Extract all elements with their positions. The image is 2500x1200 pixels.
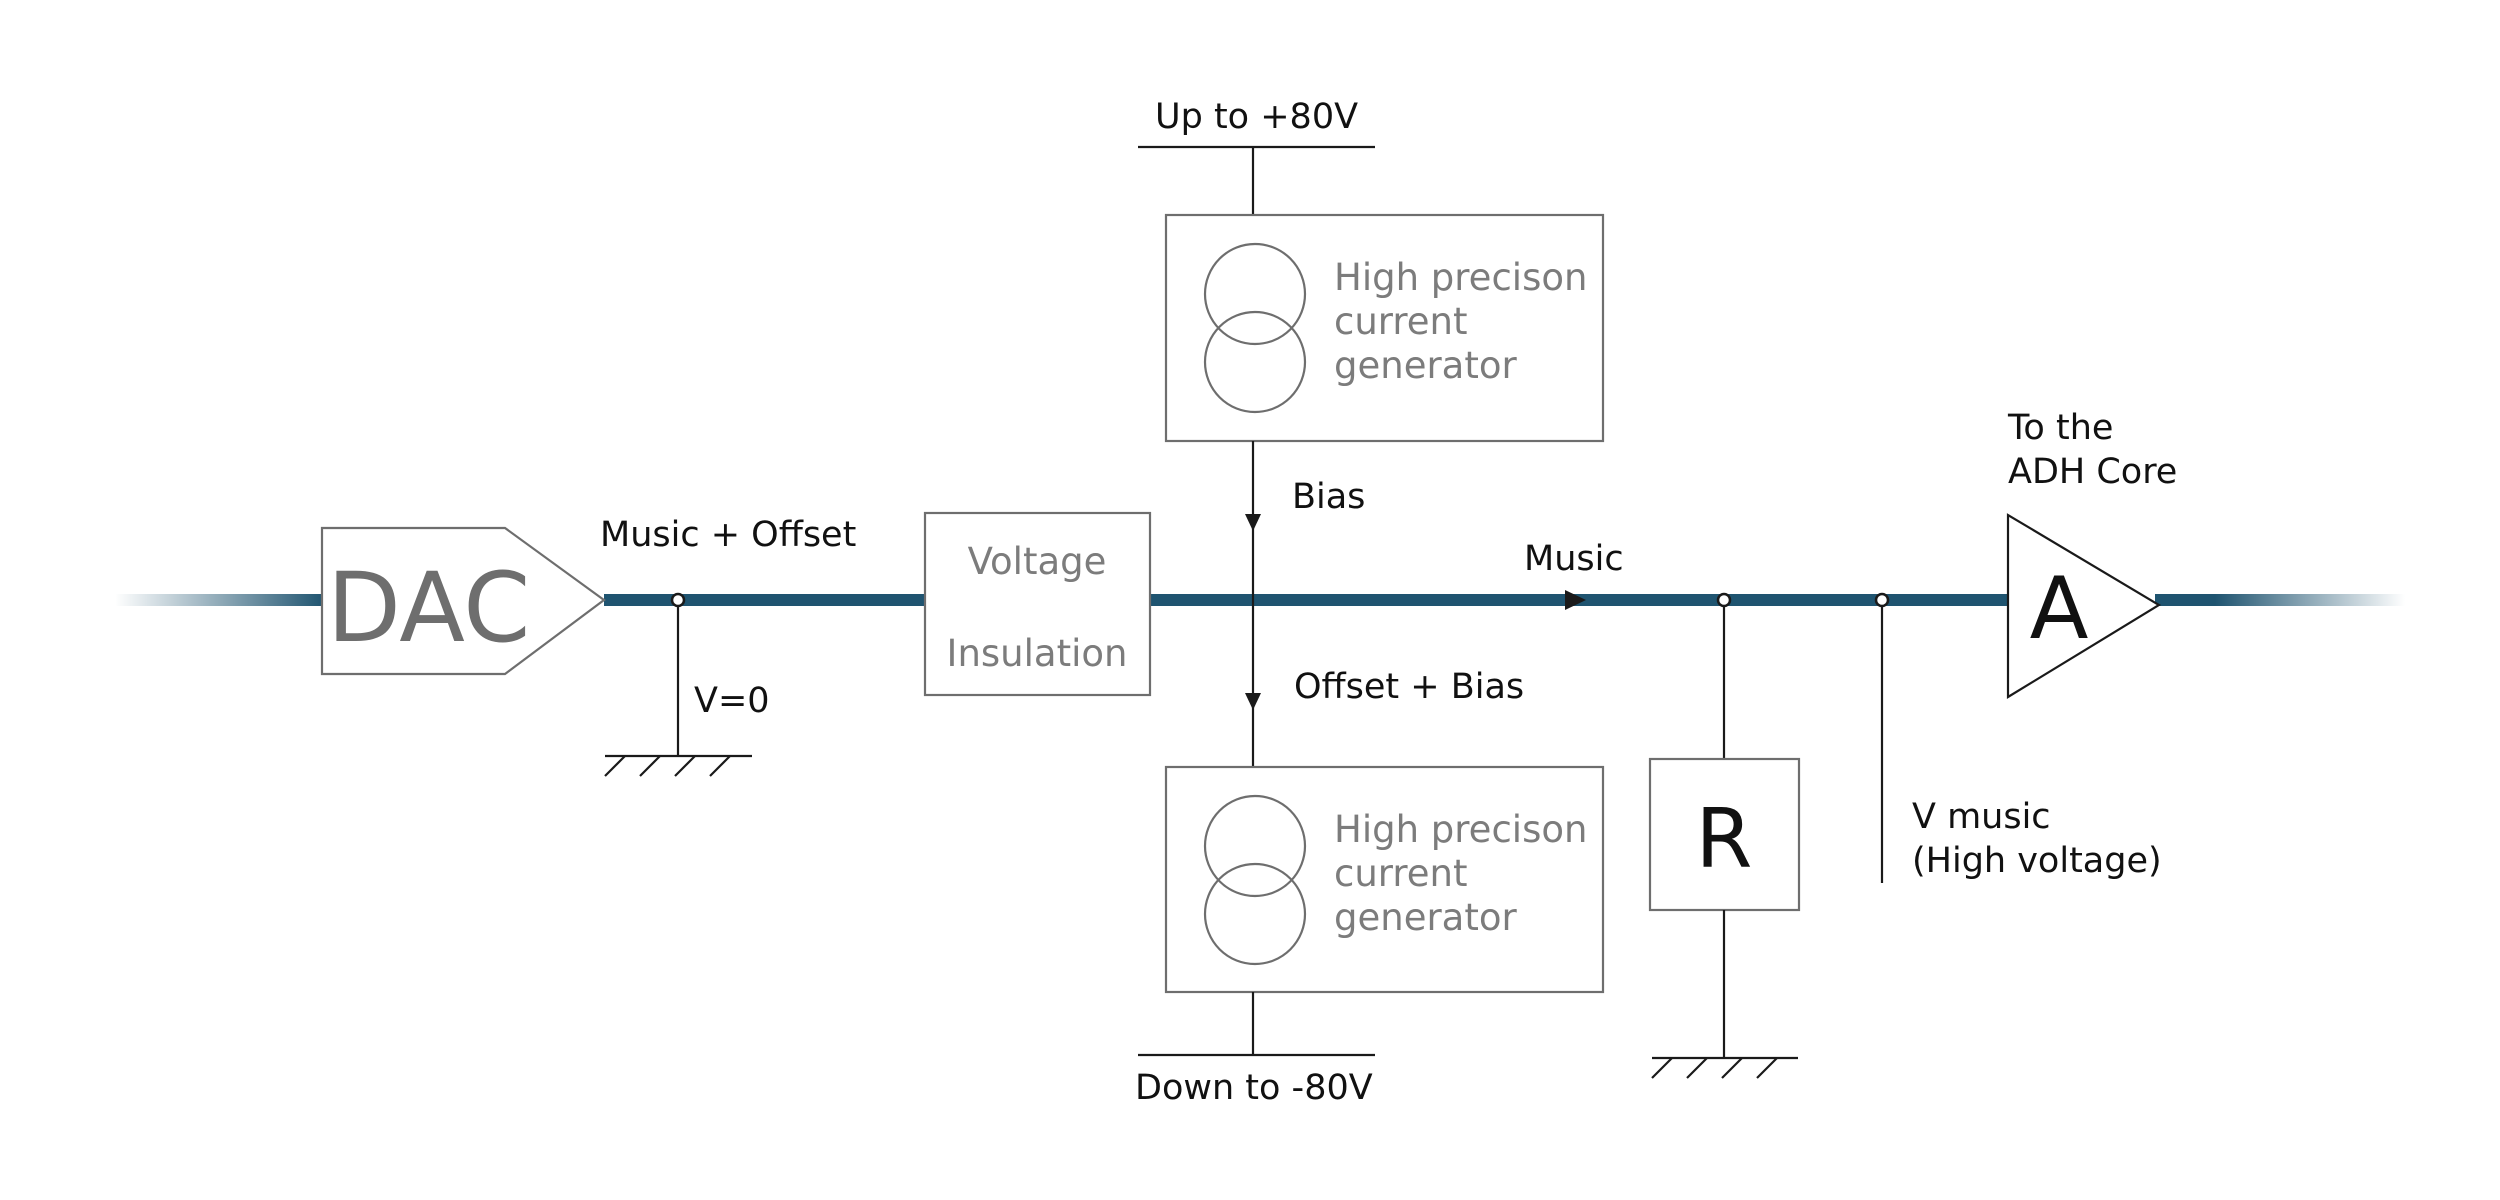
- current-source-icon: [1203, 242, 1307, 414]
- music-label: Music: [1524, 539, 1624, 579]
- ground-icon: [604, 754, 752, 777]
- signal-line-input-fade: [115, 594, 325, 606]
- amplifier-label: A: [2030, 559, 2089, 659]
- signal-line-dac-to-insulation: [604, 594, 926, 606]
- bias-chain: Up to +80V High precison current generat…: [1135, 97, 1605, 1108]
- bias-label: Bias: [1292, 477, 1365, 517]
- supply-top-label: Up to +80V: [1155, 97, 1358, 137]
- to-core-line2: ADH Core: [2008, 452, 2177, 492]
- ground-icon: [1651, 1056, 1798, 1079]
- voltage-insulation-block: Voltage Insulation: [923, 511, 1152, 697]
- cg-bottom-line2: current: [1334, 852, 1467, 895]
- junction-dot: [1716, 592, 1732, 608]
- music-offset-label: Music + Offset: [600, 515, 856, 555]
- supply-bottom-label: Down to -80V: [1135, 1068, 1373, 1108]
- current-generator-bottom: High precison current generator: [1164, 765, 1605, 994]
- dac-icon: [320, 526, 606, 676]
- cg-top-line2: current: [1334, 300, 1467, 343]
- offset-bias-label: Offset + Bias: [1294, 667, 1524, 707]
- dac-label: DAC: [327, 552, 530, 664]
- to-core-line1: To the: [2007, 408, 2113, 448]
- cg-bottom-line1: High precison: [1334, 808, 1587, 851]
- ground-v0: V=0: [604, 592, 770, 777]
- signal-line-output-fade: [2215, 594, 2405, 606]
- resistor-branch: R: [1648, 592, 1801, 1079]
- insulation-label: Insulation: [947, 632, 1128, 675]
- v-music-line2: (High voltage): [1912, 841, 2162, 881]
- arrow-right-icon: [1565, 590, 1586, 610]
- cg-top-line1: High precison: [1334, 256, 1587, 299]
- cg-bottom-line3: generator: [1334, 896, 1517, 939]
- arrow-down-icon: [1245, 514, 1261, 531]
- resistor-label: R: [1696, 792, 1753, 887]
- v-music-probe: V music (High voltage): [1874, 592, 2162, 883]
- junction-dot: [1874, 592, 1890, 608]
- v0-label: V=0: [694, 681, 770, 721]
- v-music-line1: V music: [1912, 797, 2051, 837]
- current-source-icon: [1203, 794, 1307, 966]
- current-generator-top: High precison current generator: [1164, 213, 1605, 443]
- amplifier-block: A: [2006, 513, 2162, 699]
- arrow-down-icon: [1245, 693, 1261, 710]
- junction-dot: [670, 592, 686, 608]
- signal-line-output: [2155, 594, 2215, 606]
- cg-top-line3: generator: [1334, 344, 1517, 387]
- dac-block: DAC: [320, 526, 606, 676]
- voltage-label: Voltage: [968, 540, 1107, 583]
- amplifier-icon: [2006, 513, 2162, 699]
- resistor-block: [1648, 757, 1801, 912]
